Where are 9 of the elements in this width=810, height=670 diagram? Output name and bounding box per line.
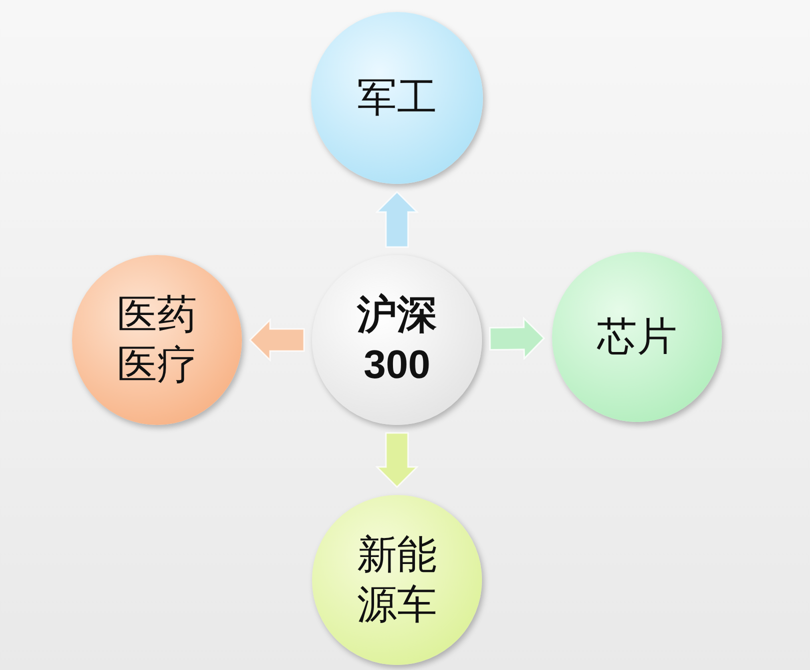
block-arrow — [375, 432, 419, 488]
node-label: 军工 — [356, 74, 438, 123]
node-label: 芯片 — [596, 313, 678, 362]
block-arrow — [375, 190, 419, 248]
block-arrow — [248, 318, 305, 362]
node-label: 医药医疗 — [116, 291, 198, 390]
block-arrow — [489, 316, 546, 360]
node-label: 沪深300 — [356, 292, 438, 389]
node-label: 新能源车 — [356, 531, 438, 630]
